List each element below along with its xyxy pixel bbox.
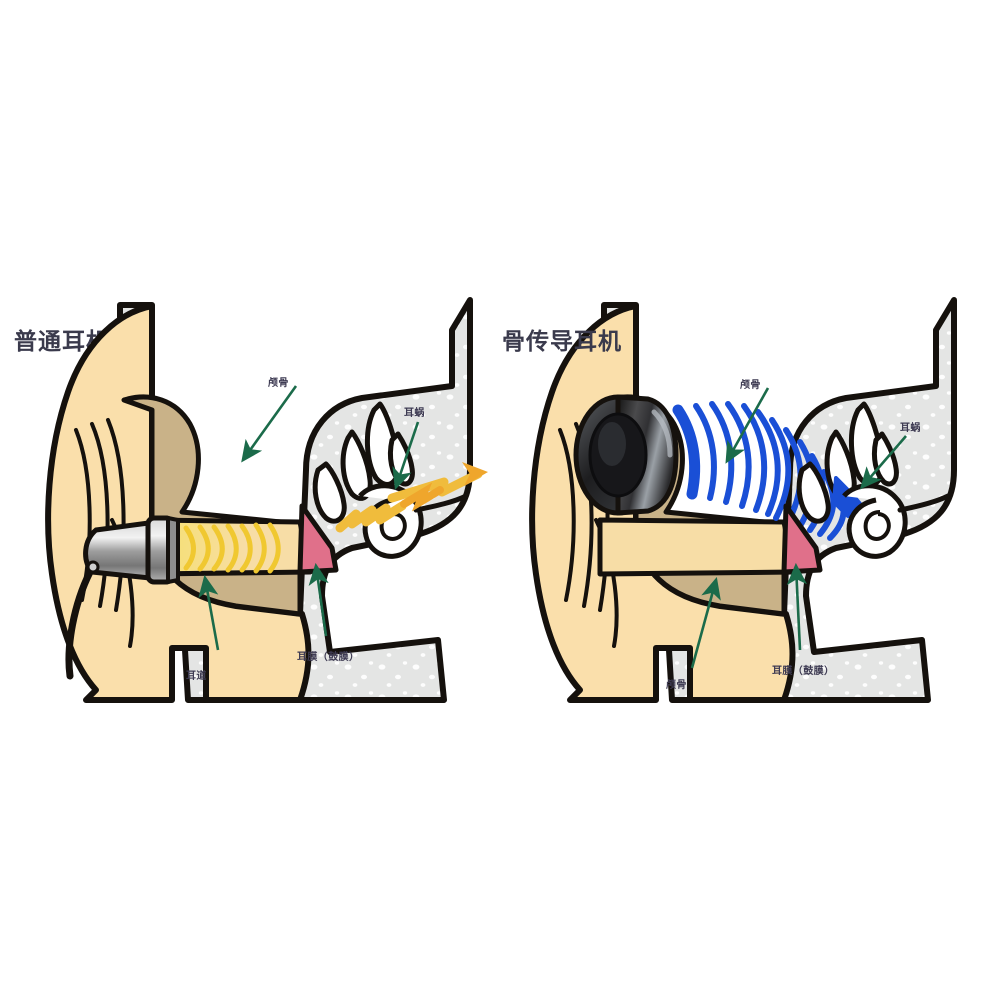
label-cochlea-right: 耳蜗 — [900, 423, 921, 434]
earbud-device-left — [65, 515, 180, 680]
label-skull-bottom-right: 颅骨 — [666, 680, 687, 691]
panel-bone-conduction: 骨传导耳机 — [500, 0, 1000, 1000]
eardrum-right — [781, 503, 823, 575]
auditory-nerve-left — [413, 493, 469, 513]
label-skull-left: 颅骨 — [268, 378, 289, 389]
ordinary-earphone-anatomy — [45, 297, 488, 703]
label-eardrum-right: 耳膜（鼓膜） — [772, 666, 835, 677]
sound-path-orange-left — [335, 462, 488, 533]
label-cochlea-left: 耳蜗 — [404, 408, 425, 419]
panel-title-bone-conduction: 骨传导耳机 — [502, 329, 622, 355]
bone-conduction-anatomy — [529, 297, 957, 703]
pointer-arrows-left — [198, 385, 420, 651]
bone-conduction-device-right — [573, 394, 679, 516]
label-ear-canal-left: 耳道 — [186, 671, 207, 682]
label-eardrum-left: 耳膜（鼓膜） — [297, 652, 360, 663]
pointer-arrows-right — [690, 387, 907, 669]
auditory-nerve-right — [897, 493, 951, 513]
sound-wave-yellow-canal — [183, 522, 281, 574]
label-skull-right: 颅骨 — [740, 380, 761, 391]
eardrum-left — [297, 503, 339, 575]
sound-wave-blue-skull — [672, 401, 847, 541]
